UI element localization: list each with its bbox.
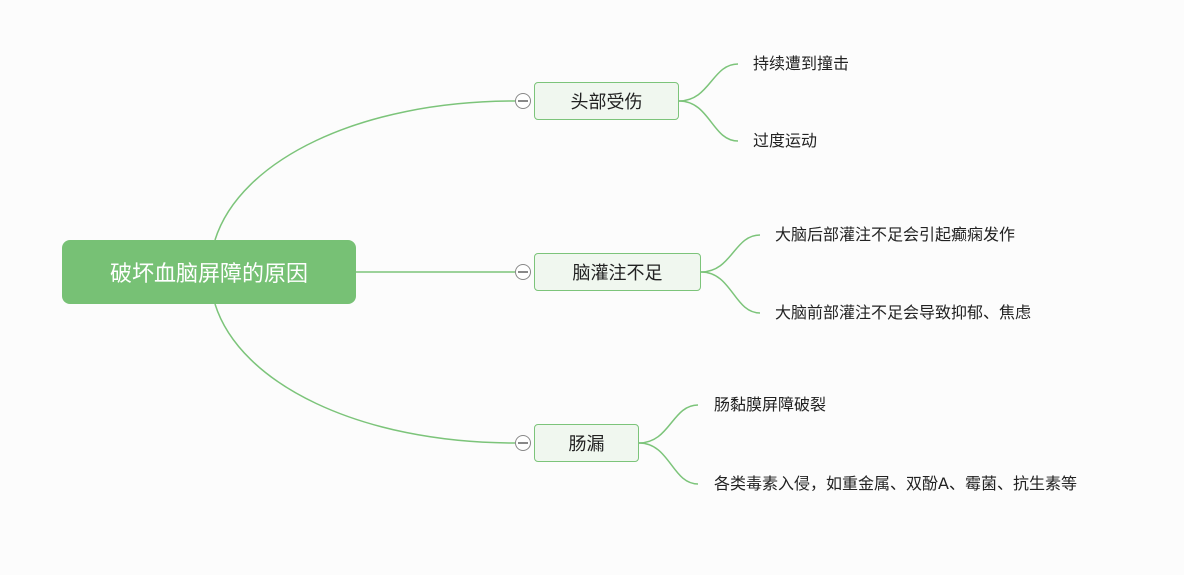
branch-label: 脑灌注不足 <box>572 263 663 284</box>
branch-node-leaky-gut[interactable]: 肠漏 <box>534 424 639 462</box>
connector-root-branch-1 <box>214 100 516 241</box>
leaf-node[interactable]: 肠黏膜屏障破裂 <box>714 395 827 414</box>
collapse-icon[interactable] <box>515 93 531 109</box>
root-node[interactable]: 破坏血脑屏障的原因 <box>62 240 356 304</box>
collapse-icon[interactable] <box>515 435 531 451</box>
branch-label: 肠漏 <box>568 434 605 455</box>
leaf-node[interactable]: 大脑前部灌注不足会导致抑郁、焦虑 <box>775 303 1032 322</box>
leaf-node[interactable]: 大脑后部灌注不足会引起癫痫发作 <box>775 225 1016 244</box>
collapse-icon[interactable] <box>515 264 531 280</box>
leaf-node[interactable]: 各类毒素入侵，如重金属、双酚A、霉菌、抗生素等 <box>714 474 1077 493</box>
leaf-node[interactable]: 过度运动 <box>753 131 818 150</box>
leaf-node[interactable]: 持续遭到撞击 <box>753 54 850 73</box>
root-label: 破坏血脑屏障的原因 <box>109 262 308 287</box>
connector-leaf <box>638 404 699 444</box>
connector-leaf <box>678 100 739 142</box>
branch-node-brain-perfusion[interactable]: 脑灌注不足 <box>534 253 701 291</box>
connector-leaf <box>700 271 761 314</box>
connector-root-branch-3 <box>214 303 516 444</box>
connector-leaf <box>700 234 761 273</box>
branch-node-head-injury[interactable]: 头部受伤 <box>534 82 679 120</box>
branch-label: 头部受伤 <box>570 92 643 113</box>
connector-leaf <box>638 442 699 485</box>
connector-leaf <box>678 63 739 102</box>
